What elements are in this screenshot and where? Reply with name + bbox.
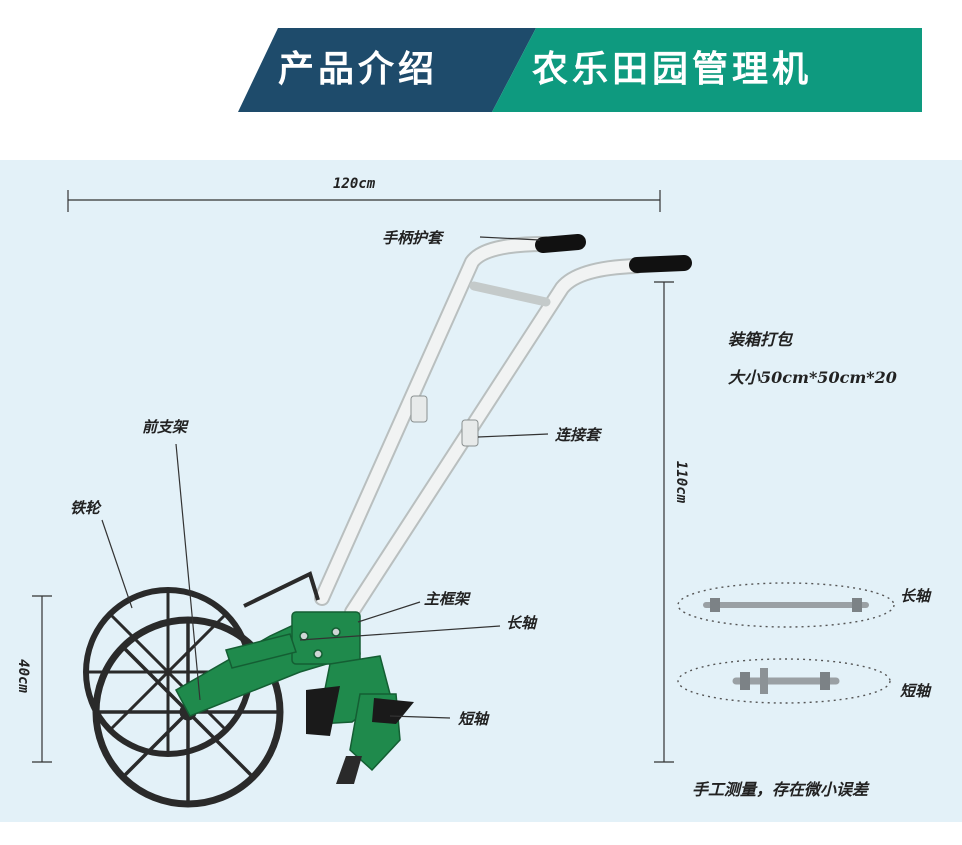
part-short-axle-label: 短轴 xyxy=(900,682,931,700)
label-long-axle: 长轴 xyxy=(506,614,537,632)
leader-lines xyxy=(101,236,549,719)
width-dimension-line xyxy=(67,190,661,212)
label-front-support: 前支架 xyxy=(142,418,188,436)
packing-title: 装箱打包 xyxy=(728,330,793,349)
handle-grips xyxy=(535,234,692,273)
label-main-frame: 主框架 xyxy=(424,590,470,608)
header-title-right: 农乐田园管理机 xyxy=(532,48,813,90)
width-dimension: 120cm xyxy=(333,176,376,192)
label-iron-wheel: 铁轮 xyxy=(70,499,101,517)
label-short-axle: 短轴 xyxy=(458,710,489,728)
label-connector: 连接套 xyxy=(555,426,601,444)
height-dimension-line xyxy=(654,281,674,763)
label-handle-grip: 手柄护套 xyxy=(382,229,443,247)
part-long-axle xyxy=(677,582,895,628)
handle-tubes xyxy=(314,236,644,620)
tiller-blades xyxy=(306,655,414,784)
connector-sleeves xyxy=(410,395,479,447)
part-short-axle xyxy=(677,658,891,704)
header-banner: 产品介绍 农乐田园管理机 xyxy=(0,0,962,130)
wheel-dimension-line xyxy=(32,595,52,763)
front-bracket xyxy=(243,571,320,608)
measurement-note: 手工测量，存在微小误差 xyxy=(692,780,869,799)
packing-size: 大小50cm*50cm*20 xyxy=(728,368,897,387)
banner-shapes xyxy=(238,28,922,112)
height-dimension: 110cm xyxy=(673,460,690,504)
banner-right-shape xyxy=(492,28,922,112)
wheel-dimension: 40cm xyxy=(14,659,31,693)
part-long-axle-label: 长轴 xyxy=(900,587,931,605)
banner-left-shape xyxy=(238,28,536,112)
header-title-left: 产品介绍 xyxy=(278,48,439,90)
